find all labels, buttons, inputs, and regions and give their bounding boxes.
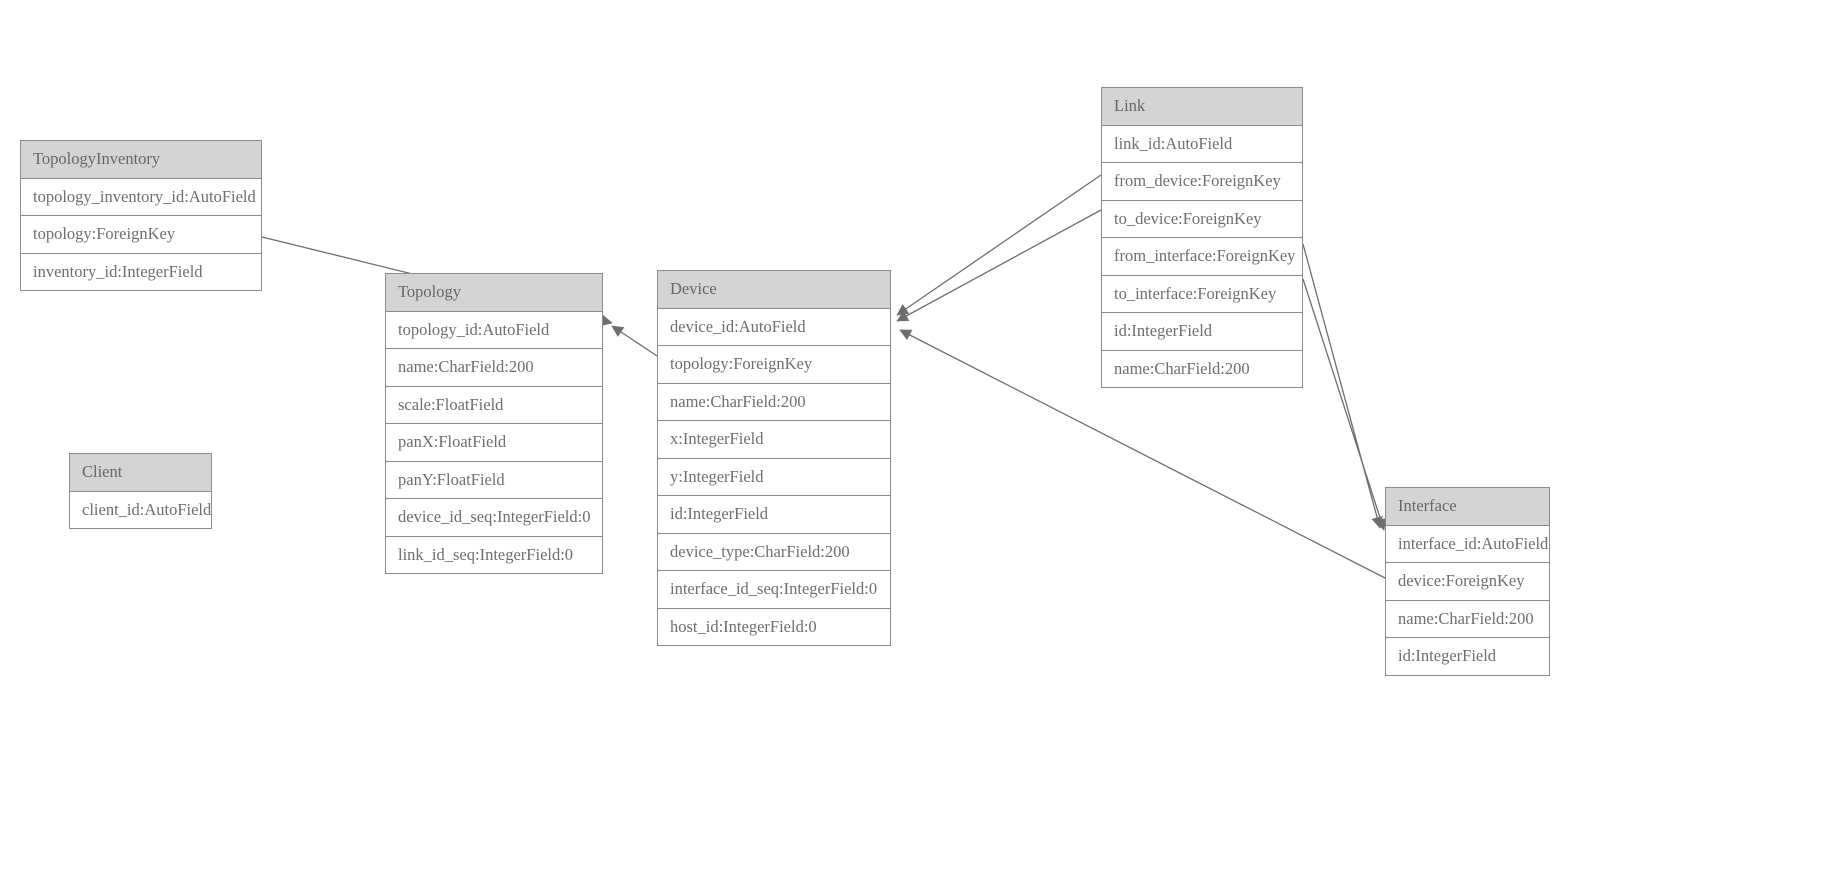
relationship-rel-link-from-device (896, 174, 1102, 316)
entity-field: device_id_seq:IntegerField:0 (386, 499, 602, 537)
entity-field: device_type:CharField:200 (658, 533, 890, 571)
entity-field: host_id:IntegerField:0 (658, 608, 890, 645)
relationship-rel-link-to-interface (1302, 278, 1387, 531)
entity-field: x:IntegerField (658, 421, 890, 459)
entity-field: id:IntegerField (1102, 313, 1302, 351)
entity-field: topology_id:AutoField (386, 311, 602, 349)
entity-field: inventory_id:IntegerField (21, 253, 261, 290)
entity-field: link_id_seq:IntegerField:0 (386, 536, 602, 573)
entity-field: id:IntegerField (658, 496, 890, 534)
entity-title-device: Device (658, 271, 890, 309)
entity-field: interface_id_seq:IntegerField:0 (658, 571, 890, 609)
entity-field: topology_inventory_id:AutoField (21, 178, 261, 216)
entity-field: topology:ForeignKey (21, 216, 261, 254)
relationship-rel-link-from-interface (1302, 243, 1383, 529)
entity-field: device_id:AutoField (658, 308, 890, 346)
entity-field: from_device:ForeignKey (1102, 163, 1302, 201)
entity-field: to_interface:ForeignKey (1102, 275, 1302, 313)
entity-field: name:CharField:200 (1386, 600, 1549, 638)
entity-field: scale:FloatField (386, 386, 602, 424)
entity-title-link: Link (1102, 88, 1302, 126)
entity-field: y:IntegerField (658, 458, 890, 496)
entity-title-interface: Interface (1386, 488, 1549, 526)
entity-title-topology: Topology (386, 274, 602, 312)
entity-field: interface_id:AutoField (1386, 525, 1549, 563)
entity-field: client_id:AutoField (70, 491, 211, 528)
entity-title-client: Client (70, 454, 211, 492)
entity-field: id:IntegerField (1386, 638, 1549, 675)
relationship-rel-device-topology (611, 325, 658, 357)
entity-field: panY:FloatField (386, 461, 602, 499)
entity-field: topology:ForeignKey (658, 346, 890, 384)
relationship-rel-link-to-device (896, 209, 1102, 322)
entity-field: from_interface:ForeignKey (1102, 238, 1302, 276)
entity-field: name:CharField:200 (1102, 350, 1302, 387)
entity-field: name:CharField:200 (658, 383, 890, 421)
entity-field: panX:FloatField (386, 424, 602, 462)
entity-field: device:ForeignKey (1386, 563, 1549, 601)
entity-field: link_id:AutoField (1102, 125, 1302, 163)
entity-title-topology-inventory: TopologyInventory (21, 141, 261, 179)
entity-field: name:CharField:200 (386, 349, 602, 387)
entity-field: to_device:ForeignKey (1102, 200, 1302, 238)
